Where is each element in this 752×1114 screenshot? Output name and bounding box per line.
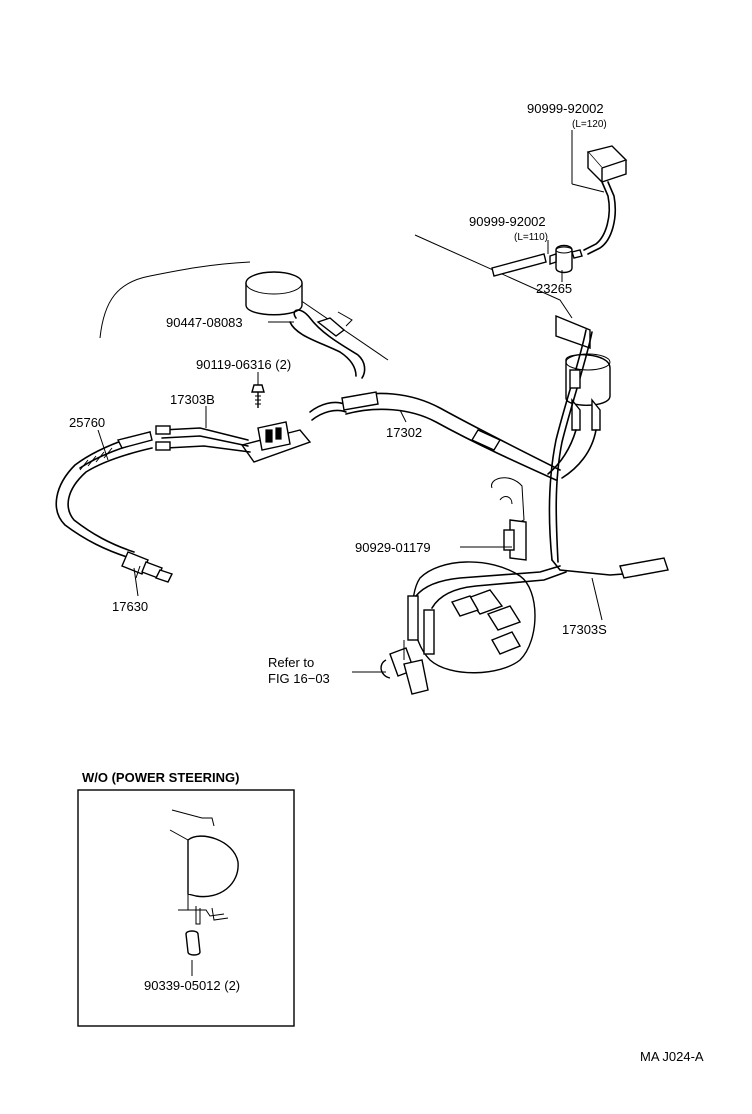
filter-90999-92002-a xyxy=(571,130,628,255)
vsv-bracket xyxy=(240,421,312,463)
hose-25760 xyxy=(55,431,153,559)
label-17303s: 17303S xyxy=(562,622,607,637)
label-25760: 25760 xyxy=(69,415,105,430)
label-17630: 17630 xyxy=(112,599,148,614)
inset-box xyxy=(77,789,295,1027)
label-refer-fig: FIG 16−03 xyxy=(268,671,330,686)
label-90929-01179: 90929-01179 xyxy=(355,540,431,555)
figure-code: MA J024-A xyxy=(640,1049,704,1064)
filter-23265 xyxy=(549,244,583,274)
label-17303b: 17303B xyxy=(170,392,215,407)
label-90119-06316: 90119-06316 (2) xyxy=(196,357,291,372)
label-refer-to: Refer to xyxy=(268,655,314,670)
refer-fig-component xyxy=(380,640,429,695)
label-90999-92002-a: 90999-92002 xyxy=(527,101,604,116)
hose-90999-92002-b xyxy=(491,240,549,277)
bolt-90119-06316 xyxy=(251,384,265,408)
inset-title: W/O (POWER STEERING) xyxy=(82,770,239,785)
hose-17302 xyxy=(309,391,561,481)
label-90447-08083: 90447-08083 xyxy=(166,315,243,330)
reservoir-canister xyxy=(245,271,303,316)
label-17302: 17302 xyxy=(386,425,422,440)
hose-17303b xyxy=(155,425,251,453)
label-90999-92002-a-length: (L=120) xyxy=(572,119,607,130)
sensor-17630 xyxy=(121,551,173,583)
leader-lines xyxy=(97,270,603,673)
label-90999-92002-b: 90999-92002 xyxy=(469,214,546,229)
label-90339-05012: 90339-05012 (2) xyxy=(144,978,240,993)
label-90999-92002-b-length: (L=110) xyxy=(514,232,548,243)
label-23265: 23265 xyxy=(536,281,572,296)
vsv-right xyxy=(547,314,611,563)
hose-90447-08083 xyxy=(289,309,366,379)
distributor xyxy=(407,477,669,674)
part-labels: 90999-92002 (L=120) 90999-92002 (L=110) … xyxy=(69,101,704,1064)
